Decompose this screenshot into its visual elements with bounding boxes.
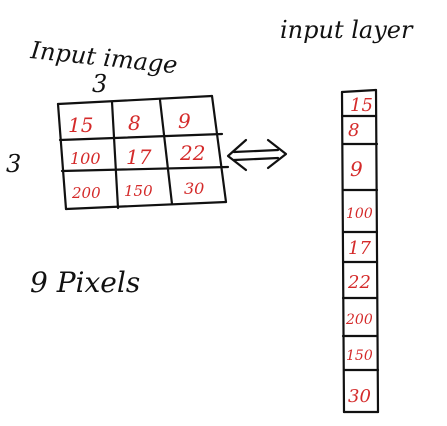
layer-node: 9 (350, 157, 363, 181)
grid-cell: 30 (184, 179, 204, 198)
grid-cell: 100 (70, 149, 101, 168)
input-layer-label: input layer (280, 16, 414, 44)
grid-cell: 200 (71, 184, 101, 202)
input-layer-column (340, 88, 380, 414)
grid-cell: 150 (124, 182, 153, 200)
grid-cell: 8 (128, 111, 141, 135)
double-arrow-icon (226, 138, 288, 172)
grid-cell: 22 (179, 141, 205, 165)
grid-height-label: 3 (6, 150, 21, 178)
grid-width-label: 3 (92, 70, 107, 98)
layer-node: 100 (346, 206, 373, 222)
layer-node: 150 (346, 348, 373, 364)
input-image-grid (56, 94, 230, 211)
grid-cell: 9 (178, 109, 191, 133)
grid-cell: 15 (68, 113, 93, 137)
grid-cells: 15 8 9 100 17 22 200 150 30 (68, 109, 205, 202)
layer-node: 15 (350, 95, 373, 116)
layer-node: 8 (348, 120, 359, 141)
layer-node: 200 (345, 312, 373, 328)
layer-node: 22 (347, 272, 371, 293)
grid-cell: 17 (126, 145, 152, 169)
pixel-count-label: 9 Pixels (30, 266, 140, 299)
input-layer-values: 15 8 9 100 17 22 200 150 30 (345, 95, 373, 407)
layer-node: 17 (348, 238, 371, 259)
layer-node: 30 (348, 386, 371, 407)
